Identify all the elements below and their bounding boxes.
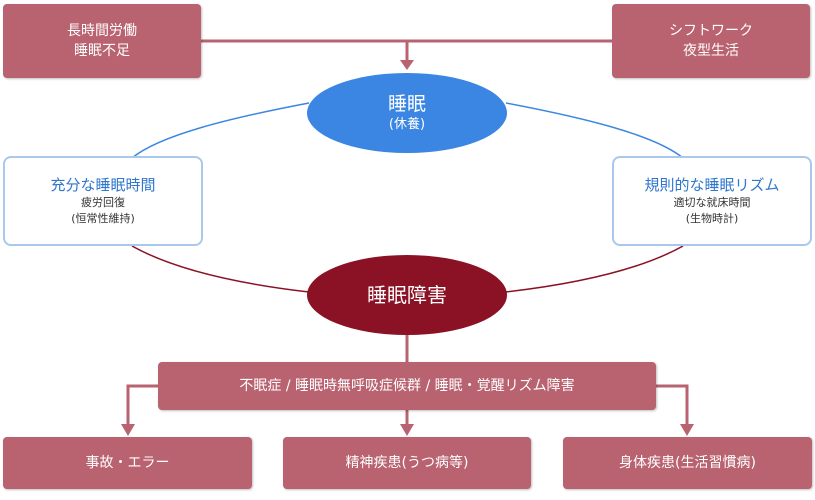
box-title: 規則的な睡眠リズム: [644, 176, 780, 194]
box-title: 充分な睡眠時間: [50, 176, 156, 194]
arrow-to-left-outcome: [121, 424, 135, 436]
sleep-title: 睡眠: [387, 93, 426, 115]
sleep-disorder-oval: 睡眠障害: [307, 255, 507, 335]
arrow-to-sleep: [400, 60, 414, 70]
regular-rhythm-box: 規則的な睡眠リズム 適切な就床時間 (生物時計): [612, 156, 812, 246]
sufficient-sleep-box: 充分な睡眠時間 疲労回復 (恒常性維持): [3, 156, 203, 246]
outcome-mental-illness: 精神疾患(うつ病等): [283, 437, 531, 489]
cause-line-2: 睡眠不足: [74, 43, 130, 59]
cycle-upper-left-arc: [131, 102, 310, 159]
sleep-subtitle: (休養): [388, 117, 426, 132]
outcome-label: 身体疾患(生活習慣病): [619, 455, 756, 471]
box-line-1: 適切な就床時間: [673, 196, 751, 209]
box-line-1: 疲労回復: [81, 196, 125, 209]
cause-line-2: 夜型生活: [683, 43, 739, 59]
box-line-2: (恒常性維持): [71, 212, 135, 225]
cause-box-shift-work: シフトワーク 夜型生活: [612, 4, 810, 78]
cause-line-1: シフトワーク: [669, 23, 753, 39]
outcome-accident-error: 事故・エラー: [3, 437, 252, 489]
outcome-label: 事故・エラー: [85, 455, 170, 471]
outcome-label: 精神疾患(うつ病等): [345, 455, 469, 471]
arrow-to-middle-outcome: [400, 424, 414, 436]
arrow-to-right-outcome: [680, 424, 694, 436]
disorder-title: 睡眠障害: [367, 283, 447, 307]
connector-to-right-outcome: [656, 384, 689, 425]
cycle-upper-right-arc: [505, 102, 684, 159]
sleep-oval: 睡眠 (休養): [307, 73, 507, 153]
cycle-lower-right-arc: [505, 245, 684, 293]
cause-line-1: 長時間労働: [67, 23, 137, 39]
cause-box-long-hours: 長時間労働 睡眠不足: [3, 4, 201, 78]
cycle-lower-left-arc: [131, 245, 310, 293]
outcome-physical-illness: 身体疾患(生活習慣病): [563, 437, 812, 489]
disorder-types-bar: 不眠症 / 睡眠時無呼吸症候群 / 睡眠・覚醒リズム障害: [158, 362, 656, 410]
box-line-2: (生物時計): [685, 212, 739, 225]
connector-to-left-outcome: [126, 384, 160, 425]
disorder-types-label: 不眠症 / 睡眠時無呼吸症候群 / 睡眠・覚醒リズム障害: [239, 378, 575, 394]
